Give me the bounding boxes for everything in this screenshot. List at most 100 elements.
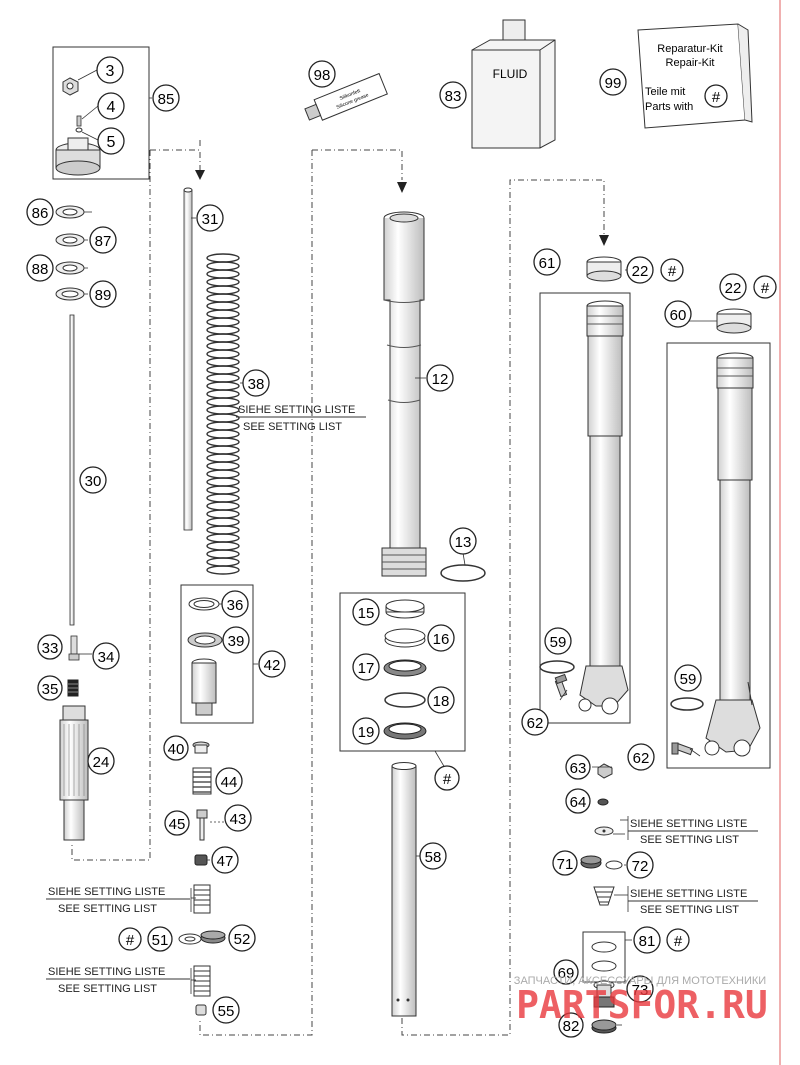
spring-coil: [206, 317, 240, 327]
svg-text:13: 13: [455, 534, 472, 551]
callout-30: 30: [79, 466, 107, 494]
outer-tube-12: [381, 211, 427, 577]
leader-lines: [77, 69, 717, 1026]
cap-group-box: [52, 46, 150, 180]
spring-coil: [206, 477, 240, 487]
svg-text:38: 38: [248, 376, 265, 393]
callout-73: 73: [626, 975, 654, 1003]
callout-22-a: 22: [626, 256, 654, 284]
svg-text:42: 42: [264, 657, 281, 674]
callout-40: 40: [163, 735, 189, 761]
callout-42: 42: [258, 650, 286, 678]
svg-text:22: 22: [725, 280, 742, 297]
o-ring-59-b: [670, 697, 704, 711]
callout-59-a: 59: [544, 627, 572, 655]
spring-coil: [206, 509, 240, 519]
setting-label-en-4: SEE SETTING LIST: [640, 834, 739, 846]
assembly-arrows: [195, 170, 609, 246]
shim-stack-left-2: [193, 965, 211, 997]
spring-coil: [206, 413, 240, 423]
setting-label-de-4: SIEHE SETTING LISTE: [630, 818, 747, 830]
svg-text:62: 62: [633, 750, 650, 767]
svg-text:62: 62: [527, 715, 544, 732]
callout-hash-kit: #: [704, 84, 728, 108]
setting-label-de-3: SIEHE SETTING LISTE: [48, 966, 165, 978]
spring-coil: [206, 253, 240, 263]
svg-text:60: 60: [670, 307, 687, 324]
shim-51: [178, 933, 202, 945]
fork-leg-box-61: [539, 292, 631, 724]
spring-coil: [206, 461, 240, 471]
svg-text:69: 69: [558, 965, 575, 982]
teile-mit-label: Teile mit: [645, 86, 685, 98]
washer-89: [55, 287, 85, 301]
spring-coil: [206, 565, 240, 575]
callout-89: 89: [89, 280, 117, 308]
spring-coil: [206, 397, 240, 407]
callout-hash-mid: #: [434, 765, 460, 791]
spring-coil: [206, 285, 240, 295]
spring-coil: [206, 421, 240, 431]
svg-text:35: 35: [42, 681, 59, 698]
spring-coil: [206, 341, 240, 351]
svg-text:#: #: [443, 771, 452, 788]
setting-label-en-1: SEE SETTING LIST: [243, 421, 342, 433]
callout-4: 4: [97, 92, 125, 120]
spring-coil: [206, 405, 240, 415]
seal-19: [383, 722, 427, 740]
small-pin-part: [75, 115, 83, 133]
svg-text:#: #: [761, 280, 770, 297]
setting-label-de-2: SIEHE SETTING LISTE: [48, 886, 165, 898]
fork-leg-60: [704, 352, 761, 757]
watermark-brand: PARTSFOR.RU: [516, 983, 768, 1027]
svg-text:17: 17: [358, 660, 375, 677]
parts-with-label: Parts with: [645, 101, 693, 113]
callout-36: 36: [221, 590, 249, 618]
damper-rod-30: [69, 314, 75, 626]
callout-hash-left: #: [118, 927, 142, 951]
callout-63: 63: [565, 754, 591, 780]
callout-86: 86: [26, 198, 54, 226]
repair-kit-de: Reparatur-Kit: [657, 43, 722, 55]
part-69: [593, 980, 615, 998]
svg-text:87: 87: [95, 233, 112, 250]
callout-98: 98: [308, 60, 336, 88]
spring-coil: [206, 381, 240, 391]
callout-17: 17: [352, 653, 380, 681]
svg-text:24: 24: [93, 754, 110, 771]
washer-64: [597, 798, 609, 806]
rings-81: [591, 941, 617, 972]
callout-81: 81: [633, 926, 661, 954]
svg-text:83: 83: [445, 88, 462, 105]
callout-87: 87: [89, 226, 117, 254]
callout-52: 52: [228, 924, 256, 952]
repair-kit-en: Repair-Kit: [666, 57, 715, 69]
callout-13: 13: [449, 527, 477, 555]
callout-43: 43: [224, 804, 252, 832]
spring-coil: [206, 325, 240, 335]
callout-58: 58: [419, 842, 447, 870]
seal-17: [383, 659, 427, 677]
callout-45: 45: [164, 810, 190, 836]
spring-coil: [206, 349, 240, 359]
ring-36: [188, 597, 220, 611]
fluid-label: FLUID: [493, 67, 528, 81]
spring-44: [192, 767, 212, 795]
shim-stack-right: [593, 886, 615, 906]
spring-coil: [206, 437, 240, 447]
ring-72: [605, 860, 623, 870]
svg-text:34: 34: [98, 649, 115, 666]
svg-text:61: 61: [539, 255, 556, 272]
damper-cartridge-24: [59, 705, 89, 841]
fork-leg-box-60: [666, 342, 771, 769]
callout-62-a: 62: [521, 708, 549, 736]
assembly-lines: [71, 140, 605, 1036]
svg-text:15: 15: [358, 605, 375, 622]
spring-coil: [206, 541, 240, 551]
shim-right-1: [594, 826, 614, 836]
svg-text:22: 22: [632, 263, 649, 280]
nut-63: [597, 763, 613, 779]
svg-text:63: 63: [570, 760, 587, 777]
callout-69: 69: [553, 959, 579, 985]
nut-part: [62, 77, 79, 96]
